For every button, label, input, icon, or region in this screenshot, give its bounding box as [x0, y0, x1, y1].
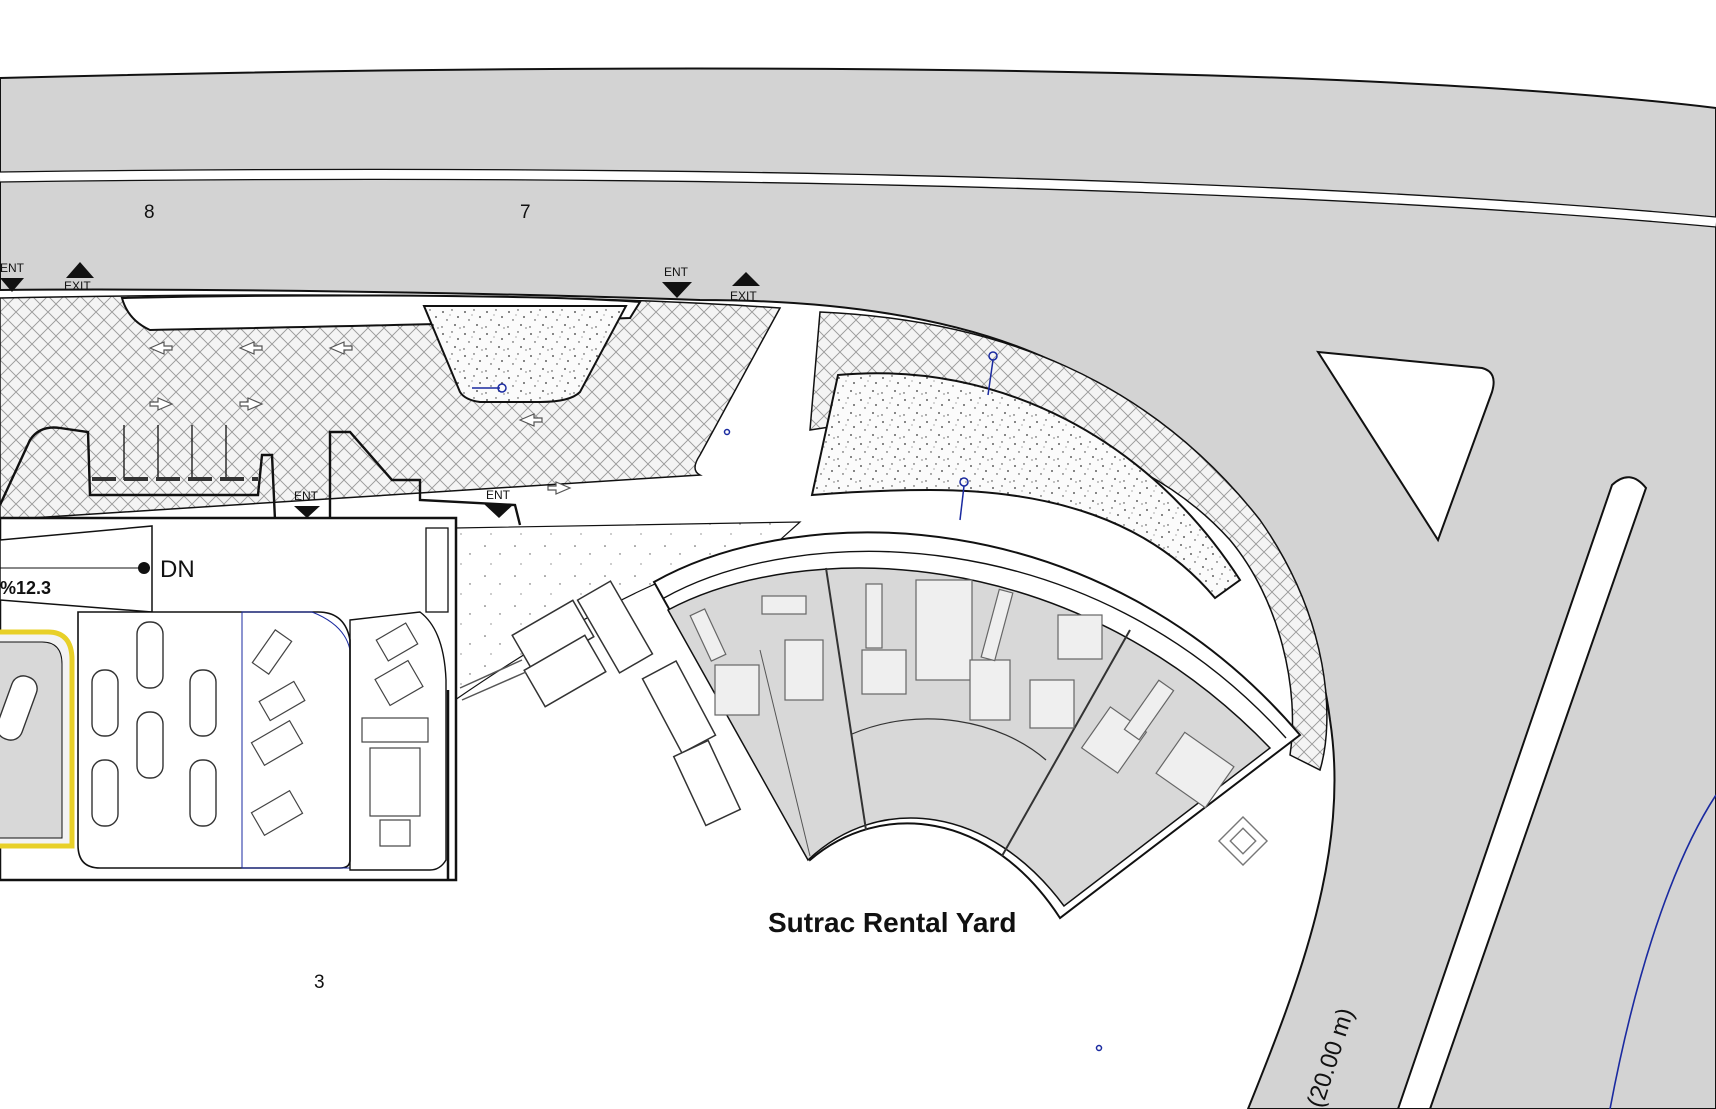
landscape-island-center	[422, 305, 628, 403]
storage-containers	[459, 580, 742, 827]
main-road	[0, 67, 1716, 1109]
ent-label-left: ENT	[0, 261, 25, 275]
lot-number-3: 3	[314, 972, 325, 993]
exit-marker-left	[66, 262, 94, 278]
right-median-strip	[1396, 476, 1648, 1109]
lot-number-8: 8	[144, 202, 155, 223]
ent-label-lower-1: ENT	[294, 489, 319, 503]
ramp-down-label: DN	[160, 556, 195, 583]
ent-marker-center	[662, 282, 692, 298]
yard-outer-wall-inner	[663, 550, 1287, 739]
landscape-island-right	[810, 372, 1242, 600]
traffic-direction-markers	[0, 262, 760, 518]
rental-yard	[459, 531, 1302, 920]
ent-marker-lower-2	[484, 504, 514, 518]
building-footprint	[0, 516, 458, 882]
yard-title: Sutrac Rental Yard	[768, 907, 1016, 938]
ent-marker-left	[0, 278, 24, 292]
showroom-floor	[77, 611, 351, 869]
ramp-down-marker	[138, 562, 150, 574]
exit-label-left: EXIT	[64, 279, 91, 293]
boundary-line-blue	[1609, 794, 1716, 1109]
road-median-line	[0, 169, 1716, 227]
ent-marker-lower-1	[294, 506, 320, 518]
survey-marker-icon	[1217, 815, 1269, 867]
parking-bay-edge	[0, 426, 277, 521]
exit-label-center: EXIT	[730, 289, 757, 303]
exit-marker-center	[732, 272, 760, 286]
ramp	[0, 525, 153, 613]
yard-equipment	[689, 579, 1235, 809]
traffic-island	[1316, 350, 1495, 543]
ramp-slope-label: %12.3	[0, 578, 51, 598]
equipment-sketches	[250, 622, 429, 847]
ent-label-center: ENT	[664, 265, 689, 279]
lot-number-7: 7	[520, 202, 531, 223]
parked-cars	[0, 621, 217, 827]
ent-label-lower-2: ENT	[486, 488, 511, 502]
